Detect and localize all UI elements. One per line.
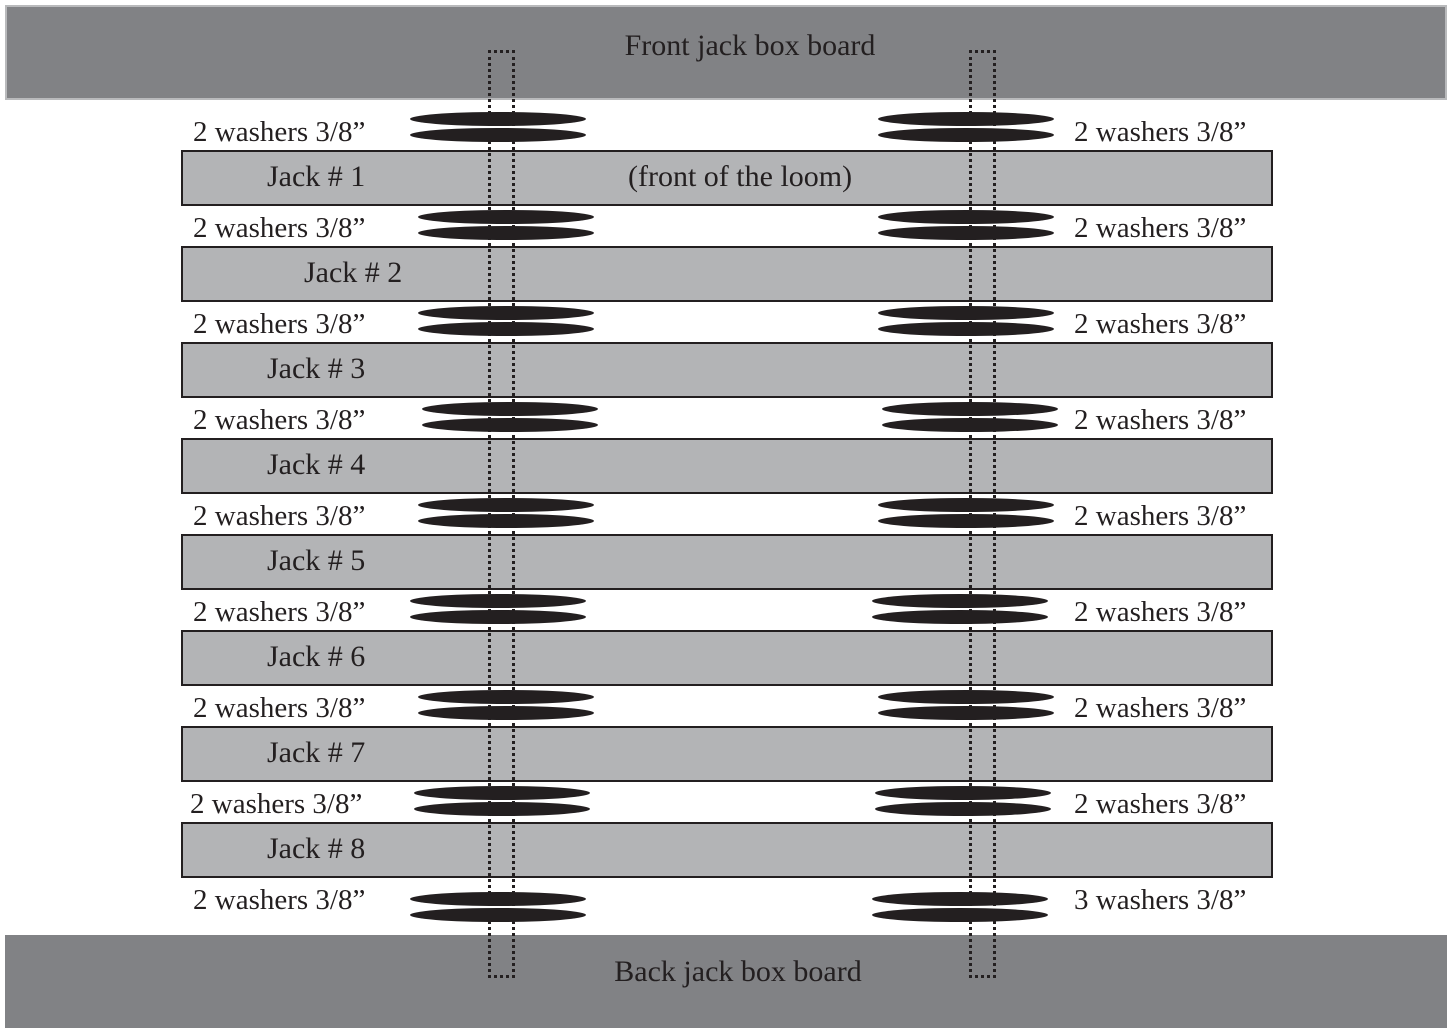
washer-label-left: 2 washers 3/8”: [193, 884, 366, 916]
washer-icon: [872, 892, 1048, 906]
washer-icon: [875, 786, 1051, 800]
washer-label-left: 2 washers 3/8”: [193, 692, 366, 724]
jack-label: Jack # 8: [267, 832, 366, 865]
washer-icon: [418, 306, 594, 320]
washer-label-right: 2 washers 3/8”: [1074, 596, 1247, 628]
washer-icon: [410, 908, 586, 922]
washer-icon: [418, 226, 594, 240]
washer-label-left: 2 washers 3/8”: [190, 788, 363, 820]
washer-icon: [878, 112, 1054, 126]
washer-label-right: 2 washers 3/8”: [1074, 308, 1247, 340]
washer-label-right: 3 washers 3/8”: [1074, 884, 1247, 916]
washer-icon: [410, 892, 586, 906]
washer-label-left: 2 washers 3/8”: [193, 212, 366, 244]
jack-note: (front of the loom): [628, 160, 853, 193]
washer-icon: [878, 226, 1054, 240]
front-jack-box-board: Front jack box board: [5, 5, 1447, 100]
jack-5: Jack # 5: [181, 534, 1273, 590]
washer-label-right: 2 washers 3/8”: [1074, 116, 1247, 148]
washer-icon: [418, 690, 594, 704]
washer-icon: [410, 112, 586, 126]
jack-6: Jack # 6: [181, 630, 1273, 686]
washer-label-left: 2 washers 3/8”: [193, 116, 366, 148]
washer-icon: [878, 498, 1054, 512]
washer-icon: [418, 706, 594, 720]
washer-icon: [410, 128, 586, 142]
jack-2: Jack # 2: [181, 246, 1273, 302]
washer-label-left: 2 washers 3/8”: [193, 500, 366, 532]
washer-icon: [414, 802, 590, 816]
washer-icon: [418, 514, 594, 528]
washer-label-right: 2 washers 3/8”: [1074, 404, 1247, 436]
washer-icon: [410, 610, 586, 624]
jack-8: Jack # 8: [181, 822, 1273, 878]
washer-label-left: 2 washers 3/8”: [193, 596, 366, 628]
washer-label-left: 2 washers 3/8”: [193, 308, 366, 340]
washer-icon: [875, 802, 1051, 816]
washer-icon: [878, 210, 1054, 224]
jack-label: Jack # 5: [267, 544, 366, 577]
washer-icon: [872, 610, 1048, 624]
washer-icon: [878, 306, 1054, 320]
left-bolt: [488, 50, 515, 978]
washer-icon: [878, 322, 1054, 336]
washer-icon: [878, 514, 1054, 528]
back-jack-box-board: Back jack box board: [5, 935, 1447, 1028]
washer-icon: [418, 322, 594, 336]
jack-1: Jack # 1 (front of the loom): [181, 150, 1273, 206]
washer-icon: [418, 210, 594, 224]
washer-label-right: 2 washers 3/8”: [1074, 212, 1247, 244]
washer-icon: [410, 594, 586, 608]
washer-label-right: 2 washers 3/8”: [1074, 692, 1247, 724]
washer-icon: [872, 594, 1048, 608]
jack-label: Jack # 6: [267, 640, 366, 673]
jack-4: Jack # 4: [181, 438, 1273, 494]
washer-icon: [878, 690, 1054, 704]
washer-label-right: 2 washers 3/8”: [1074, 500, 1247, 532]
washer-icon: [422, 402, 598, 416]
right-bolt: [969, 50, 996, 978]
front-board-label: Front jack box board: [624, 29, 876, 62]
jack-label: Jack # 1: [267, 160, 366, 193]
washer-icon: [872, 908, 1048, 922]
washer-icon: [878, 128, 1054, 142]
washer-label-left: 2 washers 3/8”: [193, 404, 366, 436]
washer-icon: [878, 706, 1054, 720]
back-board-label: Back jack box board: [614, 955, 862, 988]
jack-label: Jack # 7: [267, 736, 366, 769]
washer-icon: [422, 418, 598, 432]
jack-label: Jack # 3: [267, 352, 366, 385]
washer-icon: [418, 498, 594, 512]
jack-label: Jack # 4: [267, 448, 366, 481]
jack-label: Jack # 2: [304, 256, 403, 289]
washer-label-right: 2 washers 3/8”: [1074, 788, 1247, 820]
jack-7: Jack # 7: [181, 726, 1273, 782]
jack-3: Jack # 3: [181, 342, 1273, 398]
washer-icon: [414, 786, 590, 800]
